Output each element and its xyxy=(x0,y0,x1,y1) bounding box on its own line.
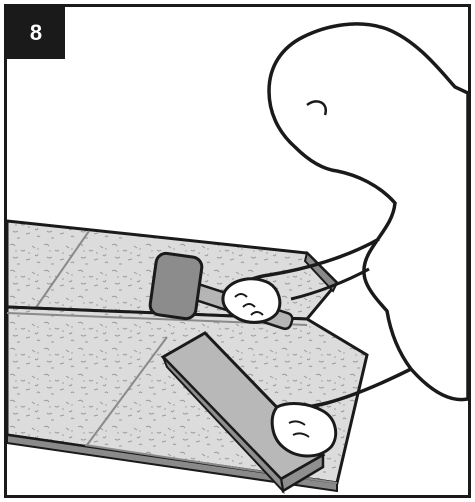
floor-installation-illustration xyxy=(7,7,468,495)
hand-icon xyxy=(223,279,280,323)
instruction-panel: 8 xyxy=(4,4,471,498)
step-number-badge: 8 xyxy=(7,7,65,59)
mallet-head xyxy=(149,252,203,320)
